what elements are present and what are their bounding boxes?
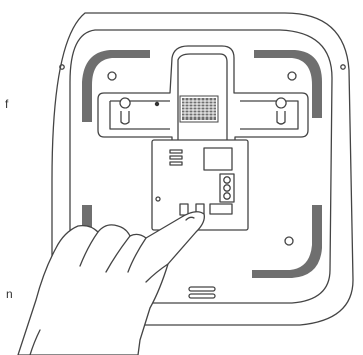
accent-bar-top-left: [82, 50, 150, 122]
board-pad: [169, 161, 183, 166]
terminal-screw: [223, 192, 231, 200]
inner-housing: [69, 29, 333, 304]
accent-bar-bottom-right: [252, 205, 322, 278]
accent-bar-top-right: [254, 50, 322, 118]
bottom-slot: [188, 293, 216, 299]
screw-hole: [59, 64, 65, 70]
bottom-slot: [188, 286, 216, 292]
board-hole: [155, 196, 161, 202]
corner-hole: [287, 71, 297, 81]
jumper: [179, 203, 189, 216]
terminal-screw: [223, 184, 231, 192]
keyhole-slot-icon: [119, 97, 131, 125]
corner-hole: [107, 71, 117, 81]
terminal-screw: [223, 176, 231, 184]
board-pad: [169, 149, 183, 154]
screw-hole: [340, 64, 346, 70]
hand-pointer-icon: [17, 211, 205, 355]
keyhole-slot-icon: [275, 97, 287, 125]
cropped-text-top: f: [5, 97, 9, 111]
board-chip: [203, 147, 233, 171]
cropped-text-bottom: n: [6, 287, 13, 301]
board-connector: [209, 203, 233, 215]
board-pad: [169, 155, 183, 160]
speaker-grille-icon: [179, 95, 219, 123]
corner-hole: [284, 236, 294, 246]
bracket-dot: [154, 101, 160, 107]
bracket-inner-outline: [109, 53, 299, 146]
